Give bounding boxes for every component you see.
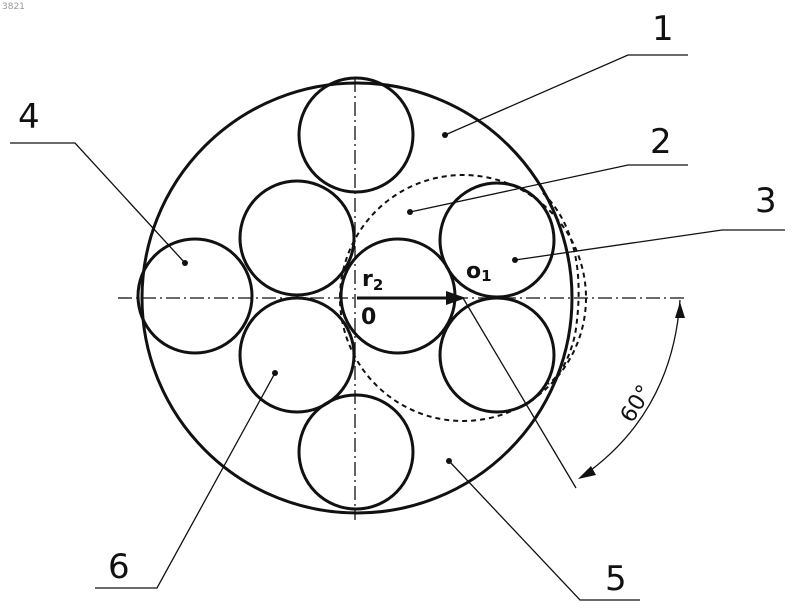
leader-dot-5	[446, 458, 452, 464]
radius-symbol-main: r	[362, 267, 373, 292]
circle-bottom	[299, 395, 413, 509]
angle-label: 60°	[616, 381, 658, 427]
angle-construction-line	[463, 298, 576, 488]
part-label-5: 5	[605, 559, 627, 599]
circle-upper-right	[440, 183, 554, 297]
circle-far-left	[138, 239, 252, 353]
leader-dot-4	[182, 260, 188, 266]
angle-dimension-arc	[580, 300, 680, 478]
part-label-2: 2	[650, 122, 672, 162]
part-label-4: 4	[18, 97, 40, 137]
part-label-6: 6	[108, 547, 130, 587]
radius-symbol: r2	[362, 267, 383, 294]
part-label-3: 3	[755, 181, 777, 221]
leader-dot-3	[512, 257, 518, 263]
leader-dot-1	[442, 132, 448, 138]
leader-dot-2	[407, 209, 413, 215]
radius-symbol-sub: 2	[373, 276, 383, 294]
offset-center-symbol: o1	[466, 259, 492, 285]
leader-line-4	[10, 143, 185, 263]
circle-upper-left	[240, 181, 354, 295]
offset-center-sub: 1	[481, 267, 491, 285]
part-label-1: 1	[652, 9, 674, 49]
circle-center	[341, 239, 455, 353]
offset-center-main: o	[466, 259, 481, 284]
circle-lower-left	[240, 298, 354, 412]
angle-arrow-top	[675, 302, 685, 318]
leader-dot-6	[272, 370, 278, 376]
figure-id: 3821	[2, 2, 25, 12]
circle-top	[299, 78, 413, 192]
leader-line-3	[515, 230, 785, 260]
center-symbol: 0	[361, 305, 376, 330]
